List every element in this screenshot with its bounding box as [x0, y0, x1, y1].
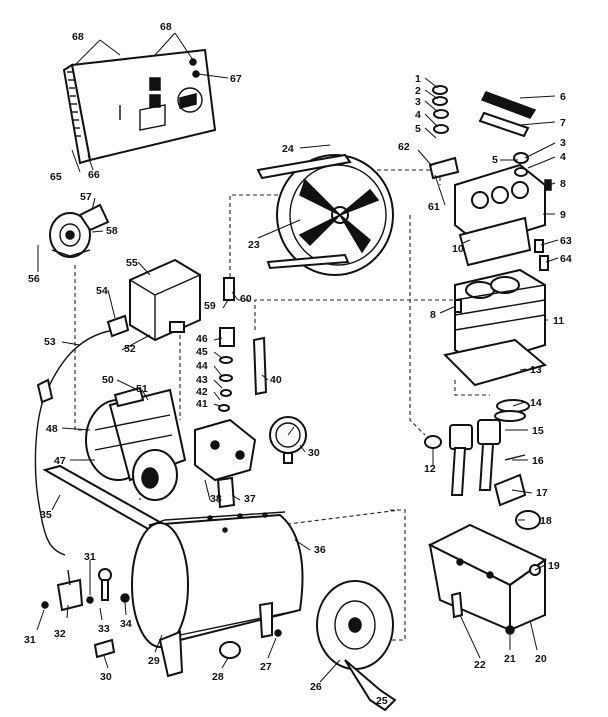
- belt-guard-shroud: [62, 48, 217, 165]
- label-30a: 30: [308, 447, 320, 459]
- label-57: 57: [80, 191, 92, 203]
- label-34: 34: [120, 618, 132, 630]
- label-50: 50: [102, 374, 114, 386]
- label-68b: 68: [160, 21, 172, 33]
- label-23: 23: [248, 239, 260, 251]
- small-hardware: [41, 568, 282, 659]
- label-4: 4: [415, 109, 421, 121]
- pressure-switch: [129, 258, 201, 342]
- label-7: 7: [560, 117, 566, 129]
- label-68a: 68: [72, 31, 84, 43]
- label-28: 28: [212, 671, 224, 683]
- cylinder-block: [442, 268, 548, 387]
- label-2: 2: [415, 85, 421, 97]
- leader-lines: [36, 32, 559, 706]
- pressure-gauge: [269, 416, 307, 464]
- label-20: 20: [535, 653, 547, 665]
- label-45: 45: [196, 346, 208, 358]
- label-66: 66: [88, 169, 100, 181]
- label-18: 18: [540, 515, 552, 527]
- pistons-connecting-rods: [424, 399, 541, 530]
- label-3b: 3: [560, 137, 566, 149]
- label-56: 56: [28, 273, 40, 285]
- label-37: 37: [244, 493, 256, 505]
- motor-pulley: [49, 203, 110, 258]
- label-5b: 5: [492, 154, 498, 166]
- label-40: 40: [270, 374, 282, 386]
- label-31b: 31: [24, 634, 36, 646]
- label-41: 41: [196, 398, 208, 410]
- label-61: 61: [428, 201, 440, 213]
- label-6: 6: [560, 91, 566, 103]
- label-8: 8: [560, 178, 566, 190]
- label-32: 32: [54, 628, 66, 640]
- label-53: 53: [44, 336, 56, 348]
- label-54: 54: [96, 285, 108, 297]
- label-31a: 31: [84, 551, 96, 563]
- label-33: 33: [98, 623, 110, 635]
- label-64: 64: [560, 253, 572, 265]
- label-38: 38: [210, 493, 222, 505]
- valve-fittings: [218, 277, 268, 412]
- label-10: 10: [452, 243, 464, 255]
- label-63: 63: [560, 235, 572, 247]
- label-51: 51: [136, 383, 148, 395]
- label-9: 9: [560, 209, 566, 221]
- label-42: 42: [196, 386, 208, 398]
- label-67: 67: [230, 73, 242, 85]
- label-16: 16: [532, 455, 544, 467]
- label-26: 26: [310, 681, 322, 693]
- label-44: 44: [196, 360, 208, 372]
- label-13: 13: [530, 364, 542, 376]
- label-14: 14: [530, 397, 542, 409]
- label-27: 27: [260, 661, 272, 673]
- label-30b: 30: [100, 671, 112, 683]
- label-43: 43: [196, 374, 208, 386]
- label-4b: 4: [560, 151, 566, 163]
- label-55: 55: [126, 257, 138, 269]
- label-22: 22: [474, 659, 486, 671]
- label-19: 19: [548, 560, 560, 572]
- part-number-labels: 68 68 67 65 66 1 2 3 4 5 62 6 7 3 4 5 8 …: [24, 21, 572, 707]
- label-59: 59: [204, 300, 216, 312]
- label-21: 21: [504, 653, 516, 665]
- label-62: 62: [398, 141, 410, 153]
- electric-motor: [85, 386, 187, 501]
- label-46: 46: [196, 333, 208, 345]
- label-35: 35: [40, 509, 52, 521]
- label-47: 47: [54, 455, 66, 467]
- label-3: 3: [415, 96, 421, 108]
- label-17: 17: [536, 487, 548, 499]
- label-11: 11: [553, 315, 564, 327]
- label-12: 12: [424, 463, 436, 475]
- label-36: 36: [314, 544, 326, 556]
- label-15: 15: [532, 425, 544, 437]
- wheel: [316, 580, 397, 712]
- label-25: 25: [376, 695, 388, 707]
- label-48: 48: [46, 423, 58, 435]
- label-1: 1: [415, 73, 421, 85]
- label-8b: 8: [430, 309, 436, 321]
- label-65: 65: [50, 171, 62, 183]
- flywheel-pulley: [256, 153, 394, 276]
- label-60: 60: [240, 293, 252, 305]
- power-cord: [34, 314, 130, 556]
- manifold-block: [194, 418, 257, 509]
- cylinder-head: [428, 85, 552, 271]
- label-58: 58: [106, 225, 118, 237]
- crankcase: [427, 523, 547, 635]
- label-5: 5: [415, 123, 421, 135]
- label-52: 52: [124, 343, 136, 355]
- air-tank: [131, 511, 304, 678]
- label-29: 29: [148, 655, 160, 667]
- label-24: 24: [282, 143, 294, 155]
